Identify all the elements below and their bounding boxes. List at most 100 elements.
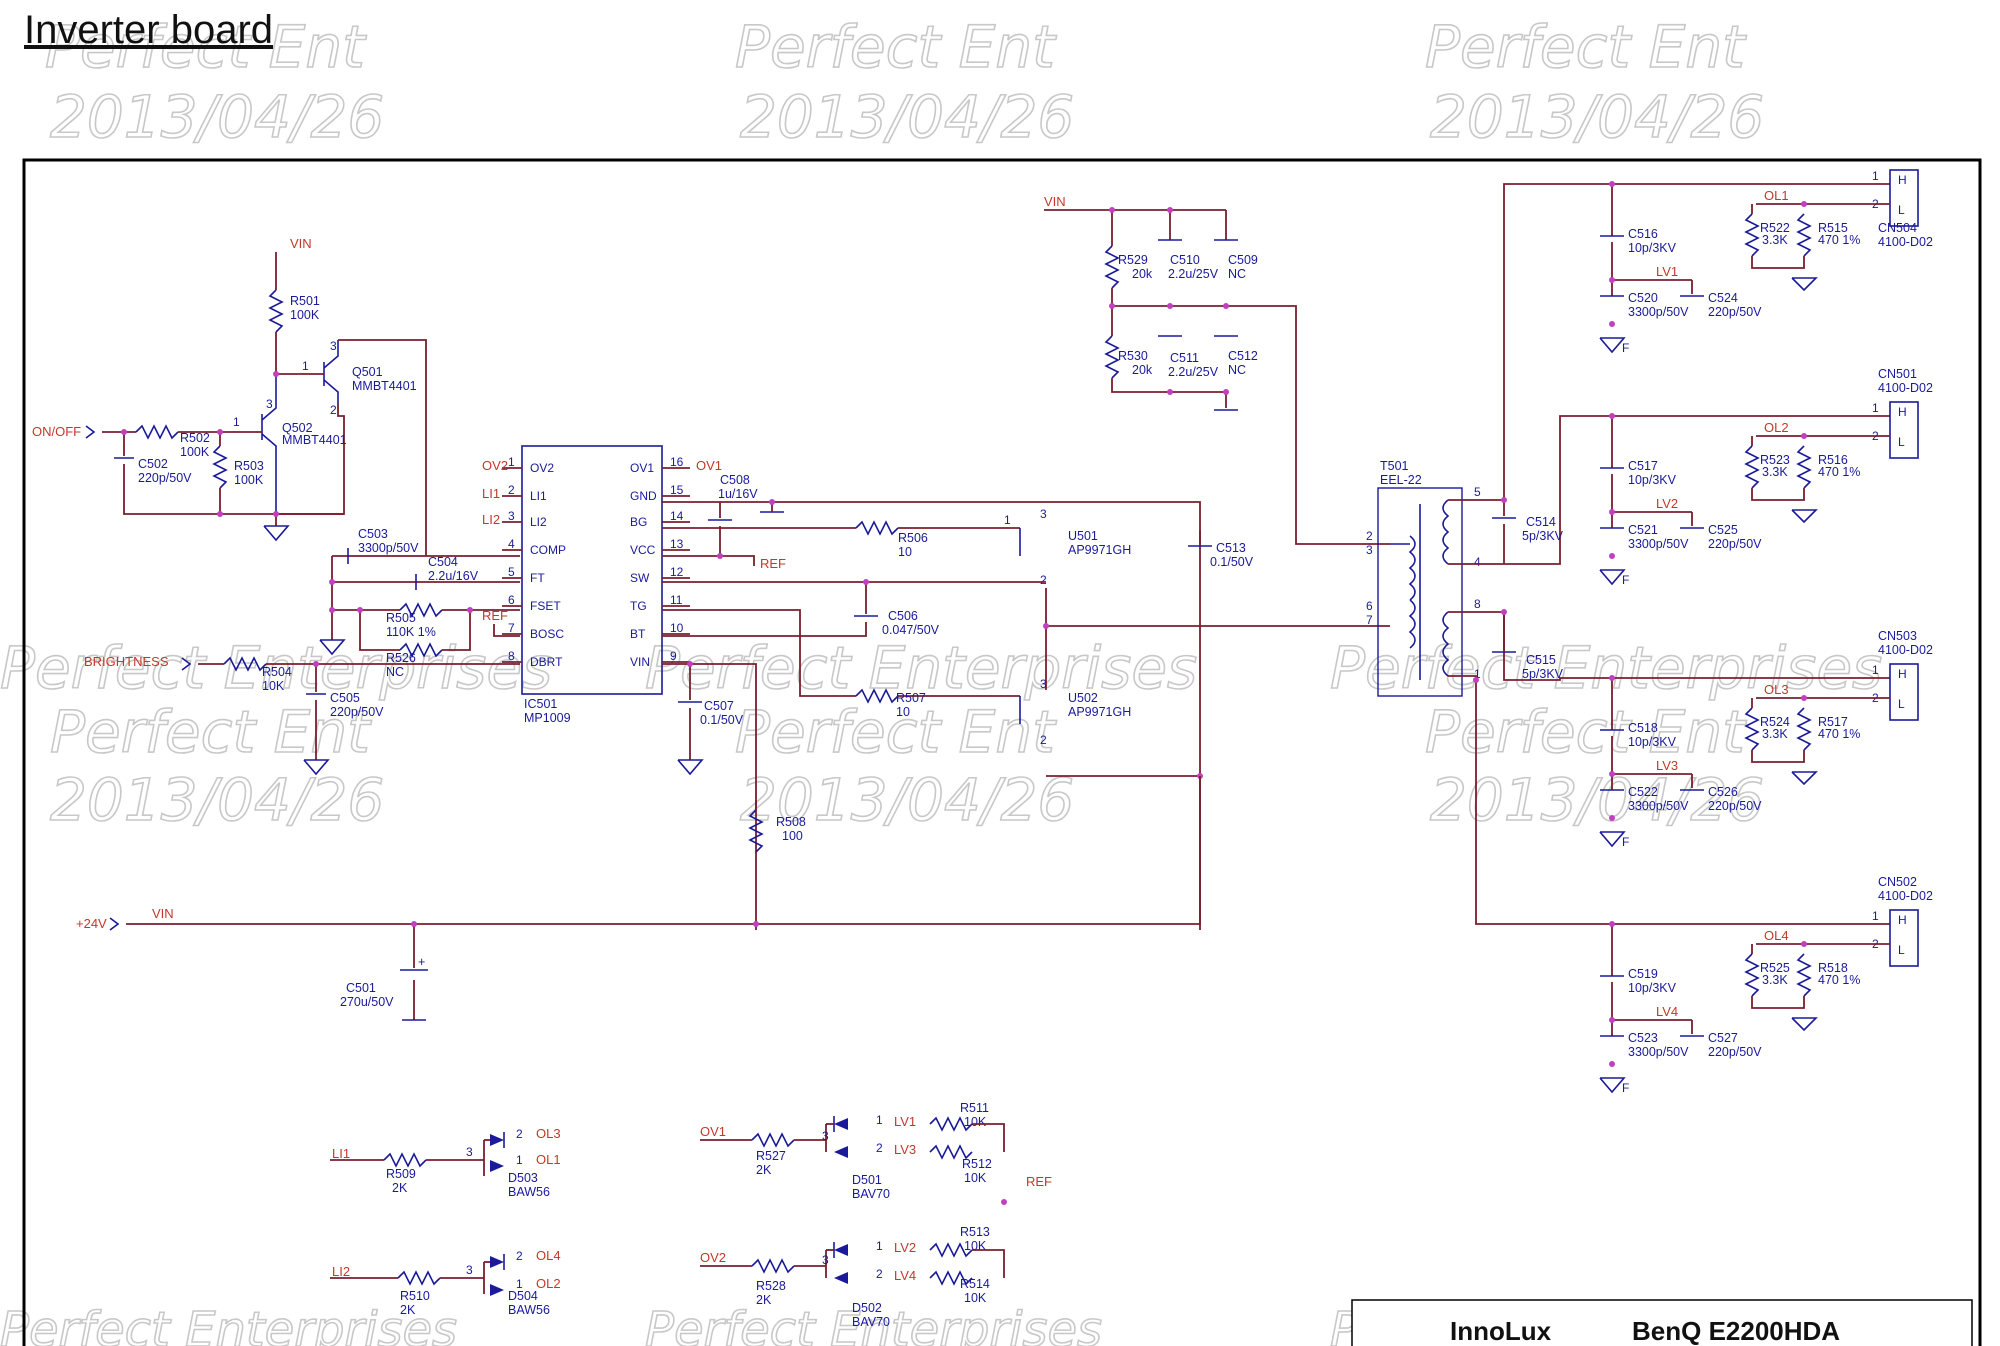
diode-d502-b (834, 1272, 848, 1284)
wire (1448, 675, 1890, 925)
value-c519: 10p/3KV (1628, 981, 1677, 995)
diode-d504-b (490, 1284, 504, 1296)
value-r509: 2K (392, 1181, 408, 1195)
watermark-top-left: Perfect Ent 2013/04/26 (44, 12, 385, 152)
watermark-text: Perfect Ent (45, 13, 367, 81)
pin-1: 1 (516, 1153, 523, 1167)
pin-2: 2 (516, 1127, 523, 1141)
value-c512: NC (1228, 363, 1246, 377)
ic-pin-number: 13 (670, 537, 684, 551)
resistor-r525 (1744, 953, 1760, 997)
pin-3: 3 (1040, 677, 1047, 691)
ref-r529: R529 (1118, 253, 1148, 267)
wire (359, 610, 400, 651)
junction (1609, 1061, 1615, 1067)
ref-c504: C504 (428, 555, 458, 569)
diode-d502-a (834, 1244, 848, 1256)
polarity-plus: + (418, 955, 425, 969)
resistor-r503 (212, 445, 228, 489)
pin-8: 8 (1474, 597, 1481, 611)
transistor-q502-emitter (261, 433, 277, 514)
ground-symbol (677, 759, 704, 776)
ref-t501: T501 (1380, 459, 1409, 473)
pin-1: 1 (1004, 513, 1011, 527)
page-title: Inverter board (24, 8, 274, 52)
ref-r528: R528 (756, 1279, 786, 1293)
connector-pin-h: H (1898, 405, 1907, 419)
output-channel-3: HL12CN5034100-D02C51810p/3KVLV3C5223300p… (1599, 629, 1933, 849)
watermark-date: 2013/04/26 (50, 83, 384, 151)
pin-3: 3 (1040, 507, 1047, 521)
watermark-text: Perfect Ent (1425, 698, 1747, 766)
value-r526: NC (386, 665, 404, 679)
value-r525: 3.3K (1762, 973, 1788, 987)
ref-r505: R505 (386, 611, 416, 625)
ref-c522: C522 (1628, 785, 1658, 799)
ref-r515: R515 (1818, 221, 1848, 235)
watermark-date: 2013/04/26 (1430, 83, 1764, 151)
value-cn503: 4100-D02 (1878, 643, 1933, 657)
wire (719, 526, 755, 566)
ref-c501: C501 (346, 981, 376, 995)
ref-r511: R511 (960, 1101, 989, 1115)
ic-pin-number: 4 (508, 537, 515, 551)
ic-pin-number: 8 (508, 649, 515, 663)
net-label-lv4: LV4 (894, 1268, 916, 1283)
ic-pin-name: LI1 (530, 489, 547, 503)
connector-pin-l: L (1898, 203, 1905, 217)
resistor-r514 (929, 1270, 973, 1286)
ref-c510: C510 (1170, 253, 1200, 267)
value-c501: 270u/50V (340, 995, 394, 1009)
resistor-r508 (748, 809, 764, 853)
junction (1167, 389, 1173, 395)
value-c520: 3300p/50V (1628, 305, 1689, 319)
junction (1609, 509, 1615, 515)
watermark-mid-center: Perfect Enterprises Perfect Ent 2013/04/… (644, 633, 1198, 835)
connector-arrow-24v (109, 917, 120, 931)
junction (1609, 553, 1615, 559)
pin-2: 2 (330, 403, 337, 417)
brightness-section: BRIGHTNESS R504 10K C505 220p/50V (84, 654, 520, 776)
net-label-vin: VIN (152, 906, 174, 921)
transistor-q501-collector (323, 340, 339, 369)
ground-symbol (1791, 771, 1818, 786)
ref-c508: C508 (720, 473, 750, 487)
resistor-r509 (383, 1152, 427, 1168)
value-r512: 10K (964, 1171, 987, 1185)
value-d501: BAV70 (852, 1187, 890, 1201)
ground-label: F (1622, 341, 1629, 355)
ref-c513: C513 (1216, 541, 1246, 555)
ref-d502: D502 (852, 1301, 882, 1315)
value-d503: BAW56 (508, 1185, 550, 1199)
junction (1501, 609, 1507, 615)
diode-d504-a (490, 1256, 504, 1268)
junction (1609, 675, 1615, 681)
ic501-body (521, 445, 663, 695)
ground-symbol (1599, 569, 1626, 586)
pin-2: 2 (876, 1267, 883, 1281)
pin-3: 3 (266, 397, 273, 411)
pin-1: 1 (876, 1239, 883, 1253)
connector-arrow-onoff (85, 425, 96, 439)
ic-pin-name: TG (630, 599, 647, 613)
value-c507: 0.1/50V (700, 713, 744, 727)
pin-6: 6 (1366, 599, 1373, 613)
title-block: InnoLux BenQ E2200HDA (1351, 1299, 1973, 1346)
ref-c517: C517 (1628, 459, 1658, 473)
ic-pin-name: BG (630, 515, 647, 529)
diode-d503-a (490, 1134, 504, 1146)
transistor-q502-collector (261, 374, 277, 421)
junction (1473, 677, 1479, 683)
net-label-li1: LI1 (332, 1146, 350, 1161)
diode-d501-b (834, 1146, 848, 1158)
ic-pin-name: VCC (630, 543, 656, 557)
ic-pin-name: FSET (530, 599, 561, 613)
title-block-company: InnoLux (1450, 1316, 1552, 1346)
ref-c518: C518 (1628, 721, 1658, 735)
net-label-24v: +24V (76, 916, 107, 931)
net-label-ol2: OL2 (536, 1276, 561, 1291)
value-r504: 10K (262, 679, 285, 693)
ref-q502: Q502 (282, 421, 313, 435)
wire (126, 776, 1201, 925)
